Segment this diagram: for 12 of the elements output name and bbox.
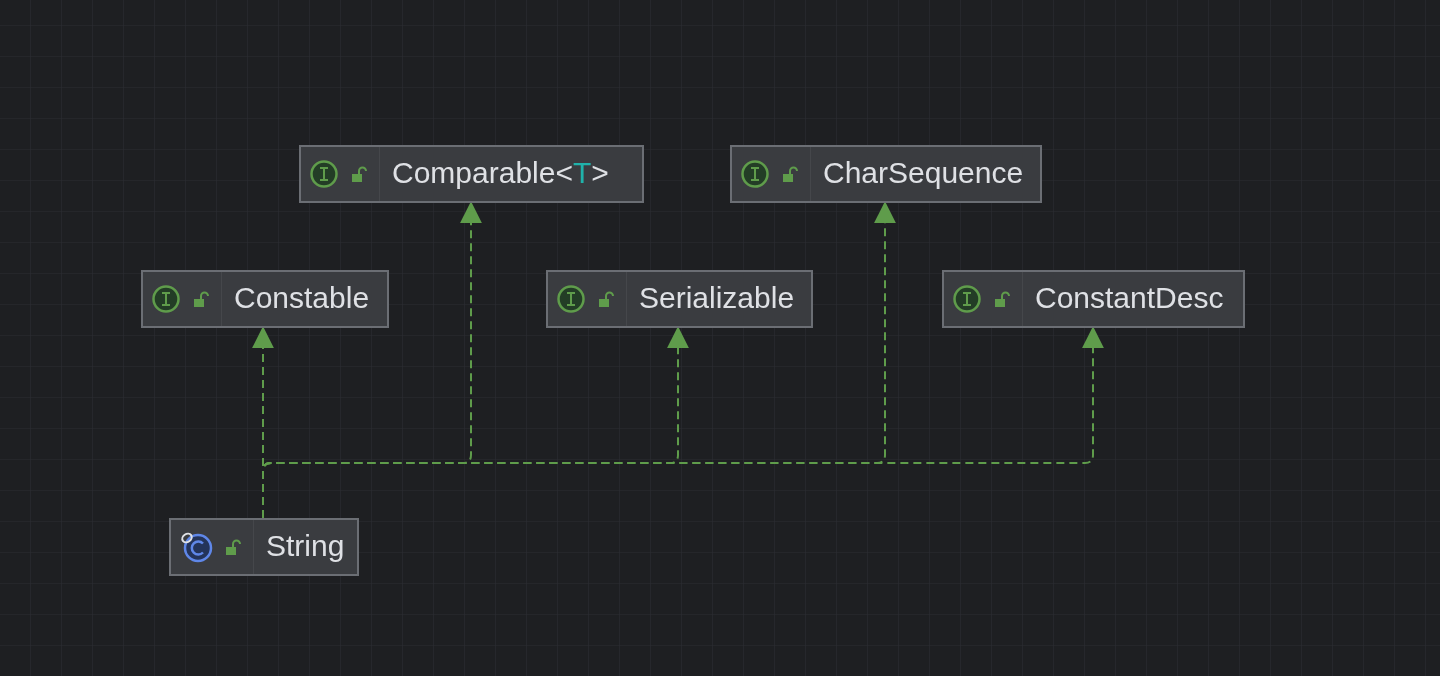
- interface-box: [942, 270, 1245, 328]
- class-name: Serializable: [639, 281, 795, 314]
- class-name: Comparable<T>: [392, 156, 609, 189]
- class-name: ConstantDesc: [1035, 281, 1224, 314]
- class-box: [169, 518, 359, 576]
- class-name: CharSequence: [823, 156, 1024, 189]
- interface-box: [730, 145, 1042, 203]
- class-name: String: [266, 529, 345, 562]
- class-name: Constable: [234, 281, 370, 314]
- interface-box: [299, 145, 644, 203]
- interface-box: [141, 270, 389, 328]
- interface-box: [546, 270, 813, 328]
